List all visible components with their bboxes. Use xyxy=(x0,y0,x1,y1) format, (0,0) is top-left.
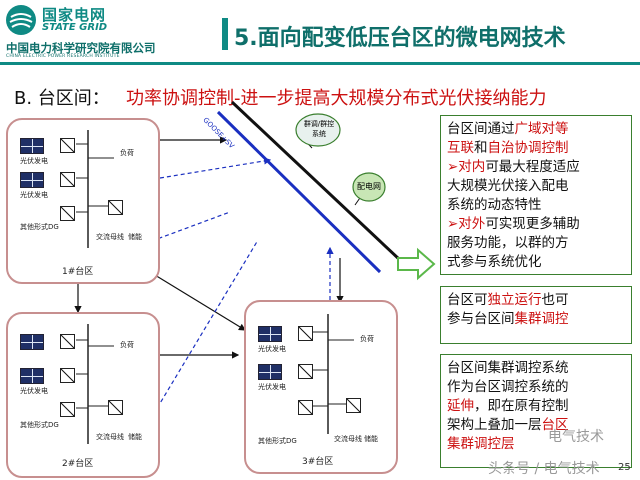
converter-icon xyxy=(298,326,313,341)
organization-name: 中国电力科学研究院有限公司 xyxy=(6,41,156,55)
watermark-text: 头条号 / 电气技术 xyxy=(488,461,600,477)
section-title: 功率协调控制-进一步提高大规模分布式光伏接纳能力 xyxy=(126,88,547,109)
converter-icon xyxy=(346,398,361,413)
area-2-label: 2#台区 xyxy=(62,459,94,469)
pv-panel-icon xyxy=(20,172,44,188)
converter-icon xyxy=(108,200,123,215)
section-label: B. 台区间： xyxy=(14,88,110,109)
area-1-label: 1#台区 xyxy=(62,267,94,277)
pv-panel-icon xyxy=(20,368,44,384)
other-dg-label: 其他形式DG xyxy=(20,223,59,231)
distribution-grid-line xyxy=(230,100,402,262)
cluster-control-node xyxy=(295,113,341,147)
converter-icon xyxy=(298,400,313,415)
pv-panel-icon xyxy=(258,326,282,342)
converter-icon xyxy=(60,206,75,221)
converter-icon xyxy=(108,400,123,415)
other-dg-label: 其他形式DG xyxy=(20,421,59,429)
pv-label: 光伏发电 xyxy=(258,345,286,353)
area-3-label: 3#台区 xyxy=(302,457,334,467)
header-divider xyxy=(0,62,640,65)
pv-label: 光伏发电 xyxy=(20,191,48,199)
ac-bus-label: 交流母线 xyxy=(96,433,124,441)
pv-panel-icon xyxy=(20,334,44,350)
info-box-independent: 台区可独立运行也可 参与台区间集群调控 xyxy=(440,286,632,344)
info-box-cluster: 台区间集群调控系统 作为台区调控系统的 延伸，即在原有控制 架构上叠加一层台区 … xyxy=(440,354,632,468)
logo-text-en: STATE GRID xyxy=(42,22,108,33)
converter-icon xyxy=(60,334,75,349)
title-accent-bar xyxy=(222,18,228,50)
area-3-wiring xyxy=(312,314,354,434)
distribution-grid-node xyxy=(352,172,386,202)
area-1-wiring xyxy=(76,130,114,248)
cluster-control-label: 群调/群控系统 xyxy=(303,120,335,138)
pv-panel-icon xyxy=(20,138,44,154)
logo-text-cn: 国家电网 xyxy=(42,6,107,24)
info-box-wide-area: 台区间通过广域对等 互联和自治协调控制 ➢对内可最大程度适应 大规模光伏接入配电… xyxy=(440,115,632,275)
converter-icon xyxy=(298,364,313,379)
pv-label: 光伏发电 xyxy=(20,157,48,165)
converter-icon xyxy=(60,402,75,417)
load-label: 负荷 xyxy=(360,335,374,343)
organization-name-en: CHINA ELECTRIC POWER RESEARCH INSTITUTE xyxy=(6,54,120,59)
slide-title: 5.面向配变低压台区的微电网技术 xyxy=(234,26,566,51)
storage-label: 储能 xyxy=(128,233,142,241)
header: 国家电网 STATE GRID 中国电力科学研究院有限公司 CHINA ELEC… xyxy=(0,0,640,62)
pv-label: 光伏发电 xyxy=(20,387,48,395)
area-card-3 xyxy=(244,300,398,474)
watermark-brand: 电气技术 xyxy=(548,429,604,445)
ac-bus-label: 交流母线 xyxy=(334,435,362,443)
load-label: 负荷 xyxy=(120,149,134,157)
pv-label: 光伏发电 xyxy=(258,383,286,391)
arrow-right-icon xyxy=(397,247,436,281)
converter-icon xyxy=(60,138,75,153)
area-2-wiring xyxy=(76,324,114,444)
other-dg-label: 其他形式DG xyxy=(258,437,297,445)
distribution-grid-label: 配电网 xyxy=(357,182,381,191)
load-label: 负荷 xyxy=(120,341,134,349)
pv-panel-icon xyxy=(258,364,282,380)
goose-sv-bus-line xyxy=(216,110,382,274)
storage-label: 储能 xyxy=(364,435,378,443)
ac-bus-label: 交流母线 xyxy=(96,233,124,241)
state-grid-logo-icon xyxy=(6,5,36,35)
page-number: 25 xyxy=(618,462,631,473)
storage-label: 储能 xyxy=(128,433,142,441)
converter-icon xyxy=(60,172,75,187)
converter-icon xyxy=(60,368,75,383)
